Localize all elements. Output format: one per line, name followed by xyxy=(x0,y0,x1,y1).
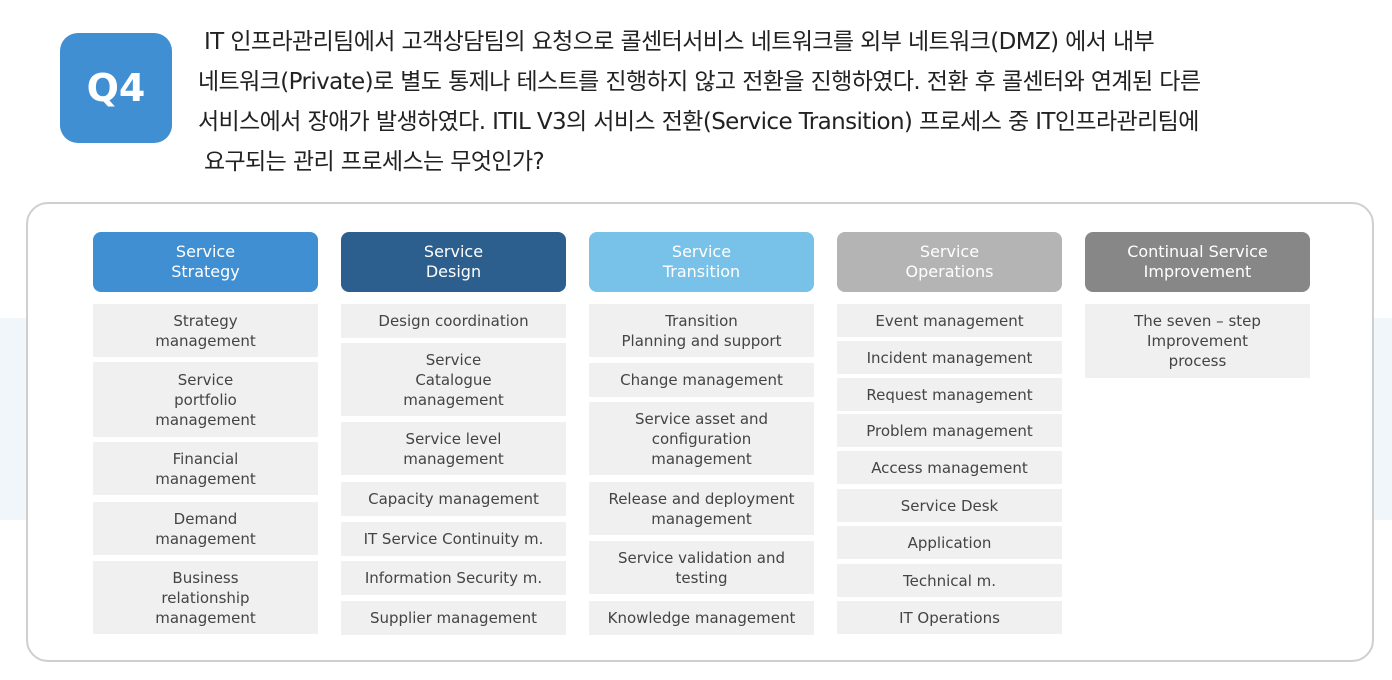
process-item: Technical m. xyxy=(837,564,1062,597)
process-item: Service Catalogue management xyxy=(341,343,566,416)
process-item: IT Operations xyxy=(837,601,1062,634)
column-service-transition: Service Transition Transition Planning a… xyxy=(589,232,814,635)
process-item: Application xyxy=(837,526,1062,559)
process-item: Capacity management xyxy=(341,482,566,516)
process-item: Access management xyxy=(837,451,1062,484)
column-service-design: Service Design Design coordination Servi… xyxy=(341,232,566,635)
process-item: Incident management xyxy=(837,341,1062,374)
process-item: Problem management xyxy=(837,414,1062,447)
process-item: Information Security m. xyxy=(341,561,566,595)
process-item: Transition Planning and support xyxy=(589,304,814,357)
column-header: Continual Service Improvement xyxy=(1085,232,1310,292)
question-line-3: 서비스에서 장애가 발생하였다. ITIL V3의 서비스 전환(Service… xyxy=(198,109,1199,135)
process-item: Design coordination xyxy=(341,304,566,338)
process-item: Business relationship management xyxy=(93,561,318,634)
process-item: The seven – step Improvement process xyxy=(1085,304,1310,378)
process-item: Strategy management xyxy=(93,304,318,357)
column-service-operations: Service Operations Event management Inci… xyxy=(837,232,1062,634)
column-header: Service Strategy xyxy=(93,232,318,292)
question-line-2: 네트워크(Private)로 별도 통제나 테스트를 진행하지 않고 전환을 진… xyxy=(198,69,1201,95)
process-item: Service asset and configuration manageme… xyxy=(589,402,814,475)
process-item: Service level management xyxy=(341,422,566,475)
column-header: Service Transition xyxy=(589,232,814,292)
question-line-1: IT 인프라관리팀에서 고객상담팀의 요청으로 콜센터서비스 네트워크를 외부 … xyxy=(204,29,1155,55)
question-text: IT 인프라관리팀에서 고객상담팀의 요청으로 콜센터서비스 네트워크를 외부 … xyxy=(198,22,1368,182)
column-service-strategy: Service Strategy Strategy management Ser… xyxy=(93,232,318,634)
column-header: Service Design xyxy=(341,232,566,292)
process-item: Change management xyxy=(589,363,814,397)
column-header: Service Operations xyxy=(837,232,1062,292)
process-item: Request management xyxy=(837,378,1062,411)
process-item: Service portfolio management xyxy=(93,362,318,437)
process-item: Supplier management xyxy=(341,601,566,635)
process-item: IT Service Continuity m. xyxy=(341,522,566,556)
process-item: Service validation and testing xyxy=(589,541,814,594)
process-item: Release and deployment management xyxy=(589,482,814,535)
process-item: Knowledge management xyxy=(589,601,814,635)
column-continual-service-improvement: Continual Service Improvement The seven … xyxy=(1085,232,1310,378)
process-item: Service Desk xyxy=(837,489,1062,522)
process-item: Event management xyxy=(837,304,1062,337)
process-item: Demand management xyxy=(93,502,318,555)
process-item: Financial management xyxy=(93,442,318,495)
question-number-badge: Q4 xyxy=(60,33,172,143)
question-line-4: 요구되는 관리 프로세스는 무엇인가? xyxy=(204,149,545,175)
